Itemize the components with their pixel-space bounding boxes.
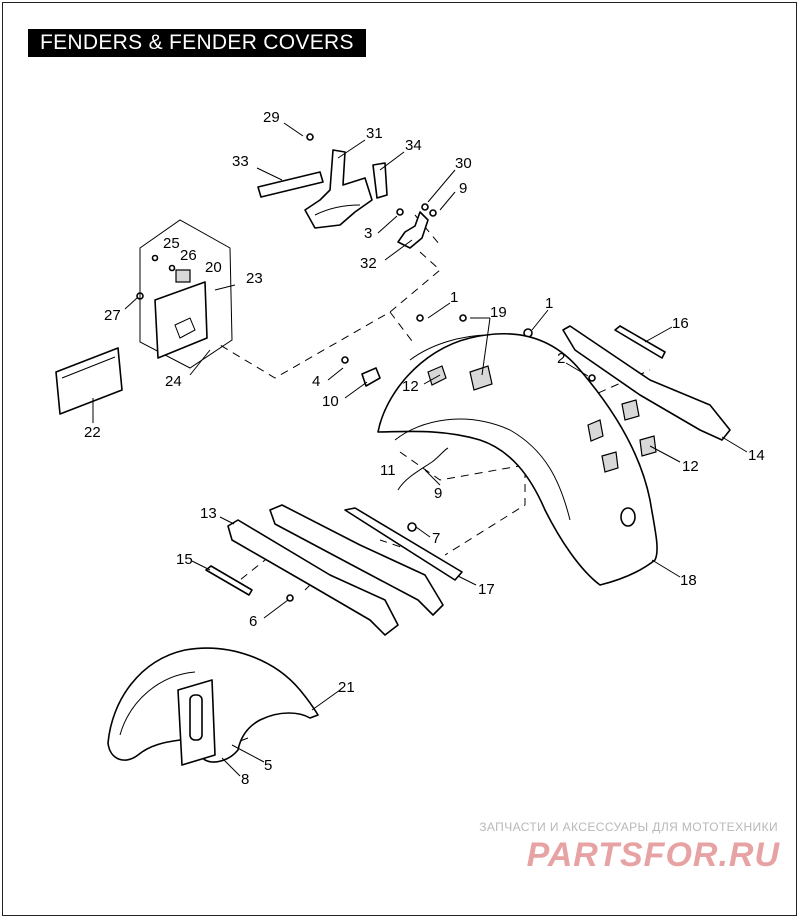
callout-21: 21 <box>338 679 355 696</box>
callout-17: 17 <box>478 581 495 598</box>
part-13-rail <box>227 519 399 636</box>
callout-18: 18 <box>680 572 697 589</box>
part-15-bracket <box>205 565 253 596</box>
part-22-license-plate <box>55 347 123 415</box>
watermark-tagline: ЗАПЧАСТИ И АКСЕССУАРЫ ДЛЯ МОТОТЕХНИКИ <box>479 820 778 834</box>
callout-6: 6 <box>249 613 257 630</box>
callout-7: 7 <box>432 530 440 547</box>
part-16-bracket <box>614 325 666 359</box>
callout-1b: 1 <box>545 295 553 312</box>
part-17-pin <box>344 507 463 581</box>
callout-14: 14 <box>748 447 765 464</box>
callout-19: 19 <box>490 304 507 321</box>
callout-9a: 9 <box>459 180 467 197</box>
callout-33: 33 <box>232 153 249 170</box>
callout-23: 23 <box>246 270 263 287</box>
callout-26: 26 <box>180 247 197 264</box>
callout-numbers: 29 31 33 34 30 9 3 32 25 26 20 23 27 24 … <box>84 109 765 788</box>
callout-15: 15 <box>176 551 193 568</box>
callout-4: 4 <box>312 373 320 390</box>
part-20-plate <box>175 269 191 283</box>
page-title: FENDERS & FENDER COVERS <box>28 29 366 57</box>
callout-20: 20 <box>205 259 222 276</box>
watermark-logo: PARTSFOR.RU <box>526 836 780 874</box>
part-11-wire <box>397 447 449 491</box>
callout-11: 11 <box>380 462 396 479</box>
callout-13: 13 <box>200 505 217 522</box>
callout-12a: 12 <box>402 378 419 395</box>
callout-32: 32 <box>360 255 377 272</box>
callout-24: 24 <box>165 373 182 390</box>
license-bracket-outline <box>139 219 233 369</box>
callout-2: 2 <box>557 350 565 367</box>
part-23-mount <box>154 281 208 359</box>
callout-22: 22 <box>84 424 101 441</box>
part-32-bracket <box>397 211 429 249</box>
callout-34: 34 <box>405 137 422 154</box>
callout-30: 30 <box>455 155 472 172</box>
callout-5: 5 <box>264 757 272 774</box>
part-31-bracket <box>304 149 373 229</box>
callout-12b: 12 <box>682 458 699 475</box>
callout-8: 8 <box>241 771 249 788</box>
callout-1a: 1 <box>450 289 458 306</box>
leader-lines <box>92 122 748 777</box>
callout-29: 29 <box>263 109 280 126</box>
callout-10: 10 <box>322 393 339 410</box>
part-17-rail <box>269 504 444 616</box>
callout-25: 25 <box>163 235 180 252</box>
callout-3: 3 <box>364 225 372 242</box>
callout-27: 27 <box>104 307 121 324</box>
callout-9b: 9 <box>434 485 442 502</box>
part-14-rail <box>562 325 731 441</box>
callout-16: 16 <box>672 315 689 332</box>
callout-31: 31 <box>366 125 383 142</box>
part-34-clip <box>372 162 388 199</box>
part-33-strip <box>257 171 324 198</box>
